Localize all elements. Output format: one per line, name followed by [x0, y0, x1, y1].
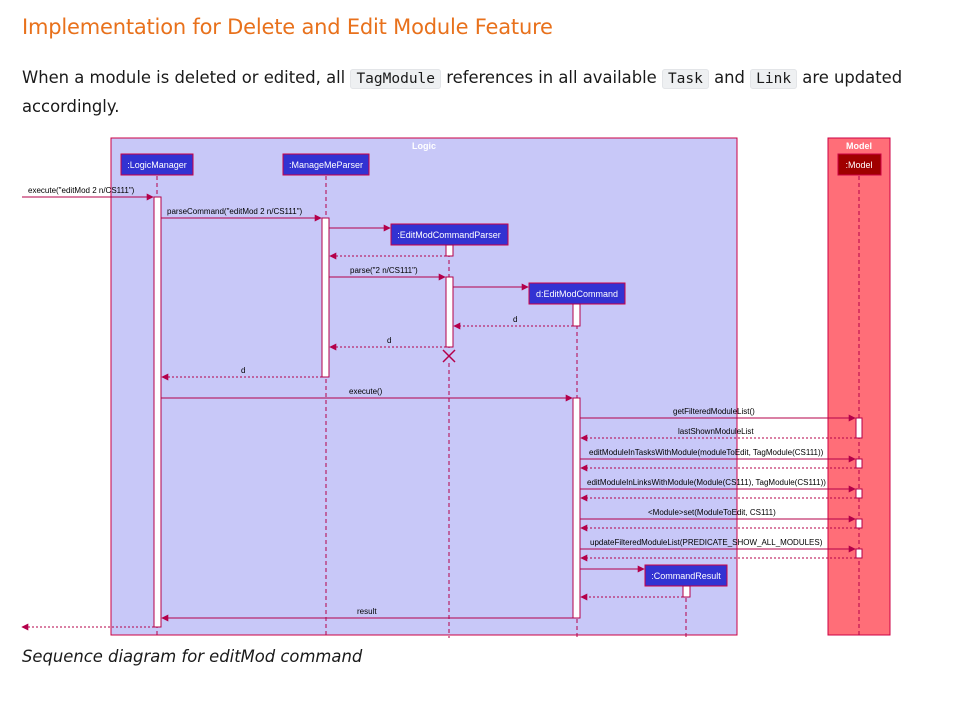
activation-logicmanager — [153, 196, 162, 628]
intro-paragraph: When a module is deleted or edited, all … — [22, 64, 942, 120]
activation-model-2 — [855, 458, 863, 469]
participant-logicmanager-label: :LogicManager — [127, 160, 187, 170]
logic-frame-title: Logic — [412, 141, 436, 151]
intro-text-2: references in all available — [441, 68, 662, 87]
participant-cmdparser: :EditModCommandParser — [390, 223, 509, 246]
activation-bars — [153, 196, 863, 628]
label-m3: parse("2 n/CS111") — [350, 266, 418, 275]
sequence-diagram: Logic Model :LogicManager :ManageMeParse… — [21, 137, 891, 638]
destroy-mark — [442, 349, 456, 363]
participant-parser-label: :ManageMeParser — [289, 160, 363, 170]
participant-command: d:EditModCommand — [528, 282, 626, 305]
activation-cmdparser-2 — [445, 276, 454, 348]
participant-result: :CommandResult — [644, 564, 728, 587]
code-link: Link — [750, 69, 798, 89]
activation-parser — [321, 217, 330, 378]
code-task: Task — [661, 69, 709, 89]
label-m1: execute("editMod 2 n/CS111") — [28, 186, 135, 195]
intro-text-3: and — [708, 68, 751, 87]
message-labels: execute("editMod 2 n/CS111") parseComman… — [28, 186, 826, 616]
section-heading: Implementation for Delete and Edit Modul… — [22, 15, 553, 39]
participant-result-label: :CommandResult — [651, 571, 721, 581]
diagram-caption: Sequence diagram for editMod command — [22, 647, 363, 666]
code-tagmodule: TagModule — [350, 69, 442, 89]
participant-logicmanager: :LogicManager — [120, 153, 194, 176]
intro-text-4: are updated accordingly. — [22, 68, 903, 116]
activation-result — [682, 585, 691, 598]
logic-frame — [110, 137, 738, 636]
message-arrows — [21, 193, 856, 631]
participant-command-label: d:EditModCommand — [536, 289, 618, 299]
activation-command-2 — [572, 397, 581, 619]
activation-model-4 — [855, 518, 863, 529]
activation-command-1 — [572, 303, 581, 327]
activation-model-5 — [855, 548, 863, 559]
participant-parser: :ManageMeParser — [282, 153, 370, 176]
activation-model-1 — [855, 417, 863, 439]
label-m2: parseCommand("editMod 2 n/CS111") — [167, 207, 303, 216]
label-m9: lastShownModuleList — [678, 427, 754, 436]
model-frame-title: Model — [846, 141, 872, 151]
label-m7: execute() — [349, 387, 383, 396]
label-m13: updateFilteredModuleList(PREDICATE_SHOW_… — [590, 538, 823, 547]
label-m12: <Module>set(ModuleToEdit, CS111) — [648, 508, 776, 517]
label-m10: editModuleInTasksWithModule(moduleToEdit… — [589, 448, 824, 457]
label-m8: getFilteredModuleList() — [673, 407, 755, 416]
intro-text-1: When a module is deleted or edited, all — [22, 68, 351, 87]
label-m14: result — [357, 607, 377, 616]
participant-cmdparser-label: :EditModCommandParser — [397, 230, 501, 240]
activation-model-3 — [855, 488, 863, 499]
label-m11: editModuleInLinksWithModule(Module(CS111… — [587, 478, 826, 487]
participant-model: :Model — [837, 153, 882, 176]
label-m5: d — [387, 336, 391, 345]
label-m6: d — [241, 366, 245, 375]
activation-cmdparser-1 — [445, 244, 454, 257]
label-m4: d — [513, 315, 517, 324]
participant-model-label: :Model — [845, 160, 872, 170]
